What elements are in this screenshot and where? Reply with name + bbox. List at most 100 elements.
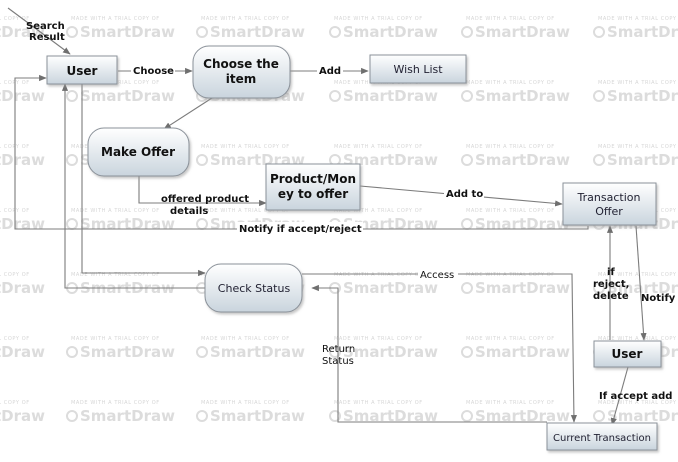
watermark-line2: SmartDraw [0, 279, 45, 297]
label-offered-details-line1: offered product [161, 194, 249, 205]
watermark-line1: MADE WITH A TRIAL COPY OF [71, 272, 160, 278]
watermark-line1: MADE WITH A TRIAL COPY OF [466, 16, 555, 22]
edge-return-status [311, 284, 547, 423]
label-notify: Notify [641, 293, 676, 304]
watermark-line1: MADE WITH A TRIAL COPY OF [0, 400, 30, 406]
label-offered-details-line2: details [170, 206, 208, 217]
watermark-line2: SmartDraw [0, 407, 45, 425]
edges [7, 7, 647, 426]
edge-makeoffer-to-product [138, 176, 267, 207]
label-add: Add [319, 66, 341, 77]
watermark-line2: SmartDraw [343, 343, 438, 361]
node-current-transaction[interactable]: Current Transaction [546, 422, 658, 451]
watermark-line1: MADE WITH A TRIAL COPY OF [598, 144, 678, 150]
label-notify-accept-reject: Notify if accept/reject [239, 224, 362, 235]
watermark-logo-icon [593, 154, 605, 166]
node-user-bottom[interactable]: User [593, 340, 662, 368]
label-add-to: Add to [446, 189, 483, 200]
edge-transaction-to-user [14, 74, 589, 230]
node-wish-list[interactable]: Wish List [369, 54, 467, 84]
watermark-logo-icon [461, 346, 473, 358]
watermark-line2: SmartDraw [80, 87, 175, 105]
watermark-line2: SmartDraw [343, 279, 438, 297]
node-user-top[interactable]: User [46, 55, 118, 85]
watermark-line1: MADE WITH A TRIAL COPY OF [598, 336, 678, 342]
watermark-logo-icon [66, 410, 78, 422]
node-make-offer[interactable]: Make Offer [87, 127, 190, 177]
node-transaction-offer[interactable]: Transaction Offer [562, 182, 657, 226]
watermark-logo-icon [593, 282, 605, 294]
watermark-logo-icon [66, 154, 78, 166]
watermark-line1: MADE WITH A TRIAL COPY OF [598, 16, 678, 22]
watermark-logo-icon [461, 282, 473, 294]
watermark-logo-icon [196, 26, 208, 38]
watermark-logo-icon [593, 410, 605, 422]
node-user-bottom-label: User [612, 347, 643, 361]
node-current-transaction-label: Current Transaction [553, 433, 651, 444]
watermark-line2: SmartDraw [80, 343, 175, 361]
node-check-status-label: Check Status [218, 282, 291, 295]
node-choose-item[interactable]: Choose the item [192, 45, 291, 99]
watermark-line1: MADE WITH A TRIAL COPY OF [466, 336, 555, 342]
node-transaction-offer-line2: Offer [595, 205, 623, 218]
watermark-line2: SmartDraw [475, 343, 570, 361]
watermark-line2: SmartDraw [0, 343, 45, 361]
node-product-money[interactable]: Product/Mon ey to offer [265, 163, 361, 211]
edge-checkstatus-to-user [61, 83, 205, 289]
watermark-logo-icon [196, 346, 208, 358]
watermark-logo-icon [329, 410, 341, 422]
watermark-line2: SmartDraw [210, 23, 305, 41]
label-if-reject-line3: delete [593, 291, 629, 302]
watermark-line1: MADE WITH A TRIAL COPY OF [466, 272, 555, 278]
watermark-line1: MADE WITH A TRIAL COPY OF [201, 208, 290, 214]
node-product-money-line2: ey to offer [278, 187, 348, 201]
watermark-line1: MADE WITH A TRIAL COPY OF [71, 400, 160, 406]
watermark-logo-icon [461, 90, 473, 102]
watermark-line1: MADE WITH A TRIAL COPY OF [201, 144, 290, 150]
watermark-line1: MADE WITH A TRIAL COPY OF [71, 208, 160, 214]
watermark-line1: MADE WITH A TRIAL COPY OF [201, 400, 290, 406]
watermark-line2: SmartDraw [607, 87, 678, 105]
watermark-line1: MADE WITH A TRIAL COPY OF [334, 144, 423, 150]
node-product-money-line1: Product/Mon [270, 172, 356, 186]
watermark-logo-icon [66, 26, 78, 38]
watermark-line2: SmartDraw [607, 23, 678, 41]
watermark-line2: SmartDraw [607, 407, 678, 425]
watermark-line2: SmartDraw [210, 343, 305, 361]
node-make-offer-label: Make Offer [101, 145, 175, 159]
watermark-line1: MADE WITH A TRIAL COPY OF [334, 336, 423, 342]
watermark-line1: MADE WITH A TRIAL COPY OF [598, 400, 678, 406]
edge-search-to-user [7, 7, 71, 55]
label-search-result-line2: Result [29, 32, 65, 43]
watermark-logo-icon [461, 154, 473, 166]
label-return-status-line2: Status [322, 356, 354, 367]
watermark-logo-icon [196, 410, 208, 422]
watermark-logo-icon [196, 154, 208, 166]
edge-accept-add [610, 366, 629, 426]
watermark-line1: MADE WITH A TRIAL COPY OF [71, 336, 160, 342]
watermark-line1: MADE WITH A TRIAL COPY OF [334, 272, 423, 278]
watermark-logo-icon [593, 90, 605, 102]
node-check-status[interactable]: Check Status [204, 263, 303, 313]
